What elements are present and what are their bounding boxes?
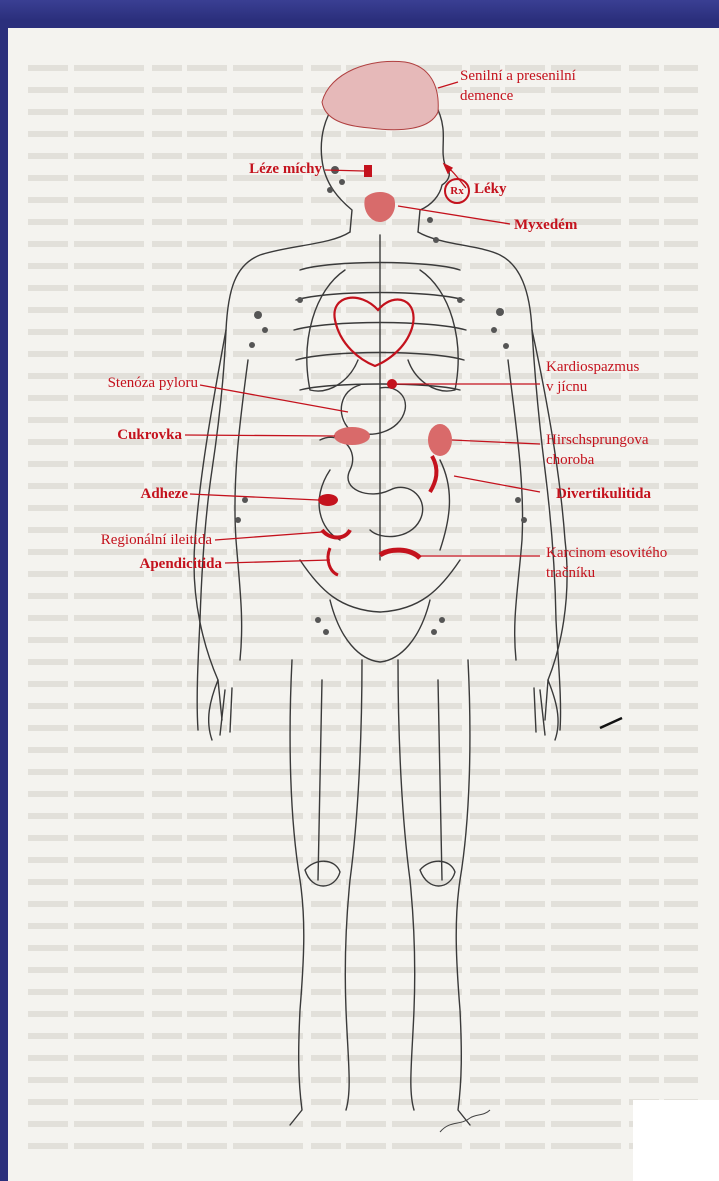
label-stenoza-pyloru: Stenóza pyloru bbox=[60, 374, 198, 393]
label-v-jicnu: v jícnu bbox=[546, 378, 587, 397]
right-leg bbox=[398, 660, 470, 1125]
sigmoid-mark bbox=[380, 550, 420, 558]
heart bbox=[334, 298, 413, 366]
adhesion-mark bbox=[318, 494, 338, 506]
label-leze-michy: Léze míchy bbox=[232, 160, 322, 179]
label-kardiospazmus: Kardiospazmus bbox=[546, 358, 639, 377]
label-adheze: Adheze bbox=[110, 485, 188, 504]
label-hirschsprungova: Hirschsprungova bbox=[546, 431, 648, 450]
left-lung bbox=[307, 270, 358, 391]
torso-outline bbox=[197, 232, 350, 730]
white-corner-patch bbox=[633, 1100, 719, 1181]
thyroid bbox=[364, 192, 395, 222]
stomach bbox=[341, 385, 405, 434]
signature bbox=[440, 1110, 490, 1132]
lymph-nodes bbox=[235, 166, 527, 635]
right-knee bbox=[420, 861, 455, 886]
pen-mark bbox=[600, 718, 622, 728]
descending-colon bbox=[430, 456, 436, 492]
label-senilni: Senilní a presenilní bbox=[460, 67, 576, 86]
left-leg bbox=[290, 660, 362, 1125]
colon-segment bbox=[428, 424, 452, 456]
left-femur bbox=[318, 680, 322, 880]
ileum-mark bbox=[322, 530, 350, 538]
right-femur bbox=[438, 680, 442, 880]
right-lung bbox=[408, 270, 458, 391]
label-cukrovka: Cukrovka bbox=[100, 426, 182, 445]
pelvis bbox=[300, 560, 460, 662]
spine-lesion bbox=[364, 165, 372, 177]
label-choroba: choroba bbox=[546, 451, 594, 470]
label-myxedem: Myxedém bbox=[514, 216, 577, 235]
appendix bbox=[328, 548, 338, 575]
label-regionalni-ileitida: Regionální ileitida bbox=[40, 531, 212, 550]
label-divertikulitida: Divertikulitida bbox=[556, 485, 651, 504]
label-apendicitida: Apendicitida bbox=[100, 555, 222, 574]
label-demence: demence bbox=[460, 87, 513, 106]
label-karcinom-esovitego: Karcinom esovitého bbox=[546, 544, 667, 563]
pancreas bbox=[334, 427, 370, 445]
rx-icon: Rx bbox=[444, 178, 470, 204]
label-leky: Léky bbox=[474, 180, 507, 199]
brain bbox=[322, 61, 438, 129]
torso-outline-right bbox=[418, 232, 561, 730]
left-knee bbox=[305, 861, 340, 886]
intestines bbox=[319, 437, 449, 550]
label-tracniku: tračníku bbox=[546, 564, 595, 583]
